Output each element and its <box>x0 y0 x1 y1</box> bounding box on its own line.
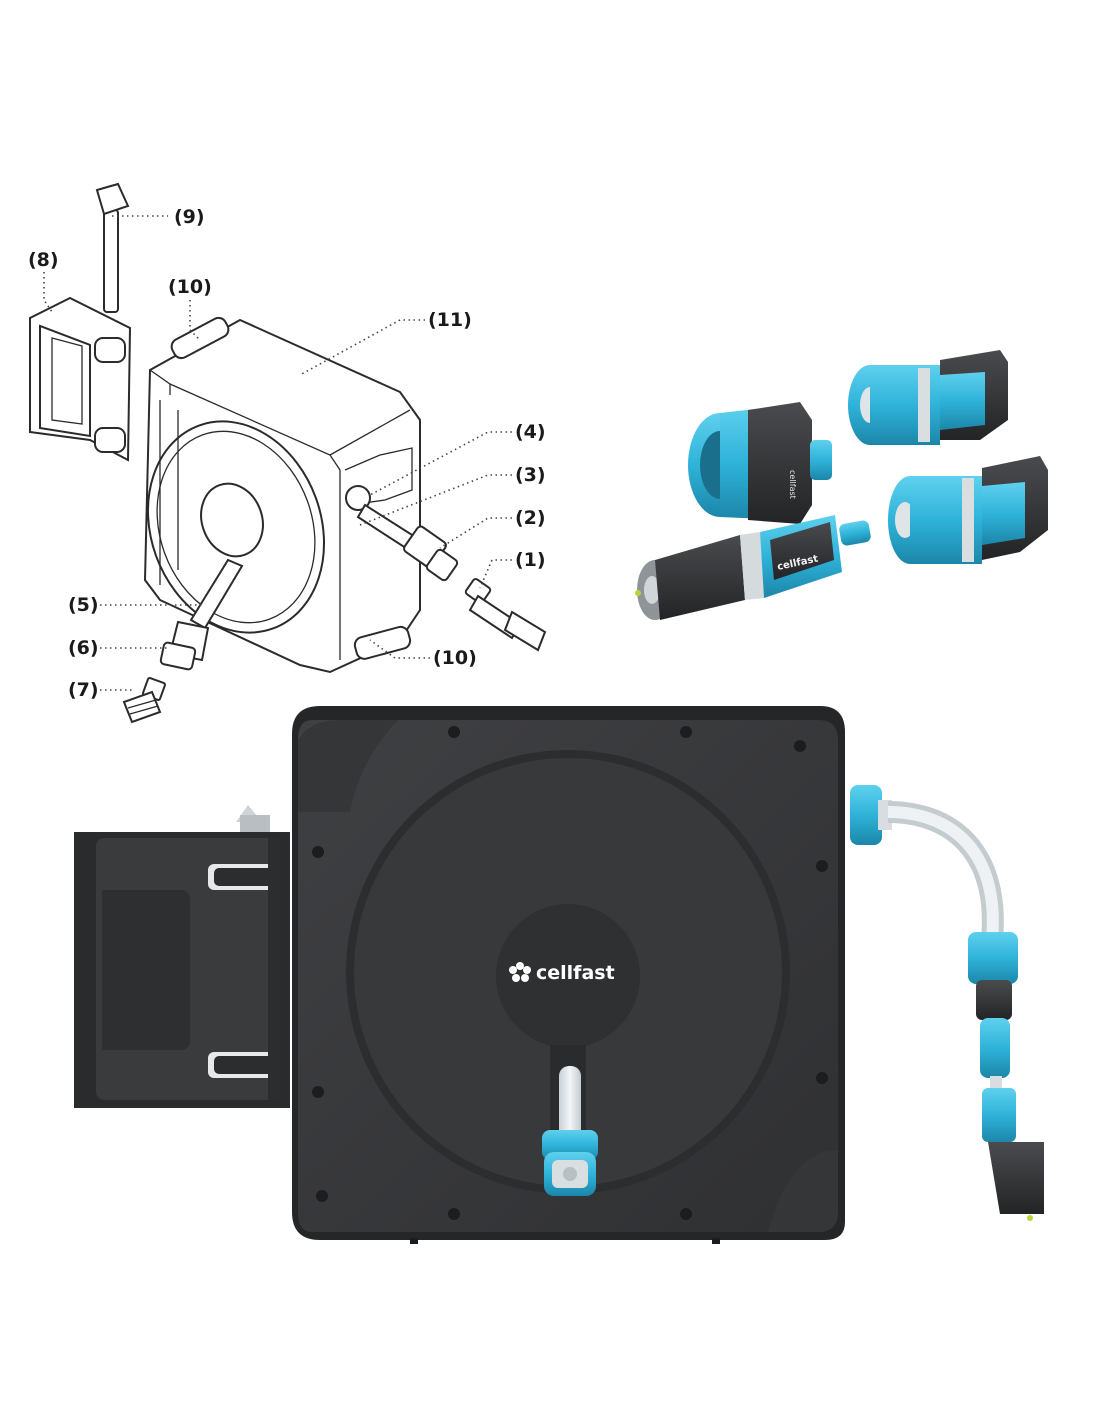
render-wall-bracket <box>74 805 290 1108</box>
callout-9: (9) <box>174 206 205 228</box>
render-side-hose <box>850 785 1044 1221</box>
brand-logo-text: cellfast <box>536 962 615 984</box>
render-drum-connector <box>542 1130 598 1196</box>
logo-flower-icon <box>509 962 531 982</box>
callout-7: (7) <box>68 679 99 701</box>
exploded-diagram: (9) (8) (10) (11) (4) (3) (2) (1) (5) (6… <box>28 182 547 724</box>
part-hose-center <box>159 558 244 671</box>
screws <box>312 726 828 1220</box>
callout-5: (5) <box>68 594 99 616</box>
callout-2: (2) <box>515 507 546 529</box>
brand-logo: cellfast <box>509 962 615 984</box>
part-tap-adapter <box>122 677 166 724</box>
callout-8: (8) <box>28 249 59 271</box>
part-spray-nozzle <box>464 578 547 652</box>
callout-6: (6) <box>68 637 99 659</box>
callout-10-bottom: (10) <box>433 647 477 669</box>
spray-nozzle: cellfast <box>635 515 871 620</box>
quick-connector-bottom <box>888 456 1048 564</box>
part-hose-side <box>356 503 459 582</box>
callout-1: (1) <box>515 549 546 571</box>
hose-reel-render: cellfast <box>74 706 1044 1244</box>
part-pin <box>95 182 130 313</box>
callout-11: (11) <box>428 309 472 331</box>
accessory-fittings: cellfast <box>635 350 1048 620</box>
render-reel-body: cellfast <box>292 706 845 1244</box>
part-reel-housing <box>143 316 421 674</box>
callout-3: (3) <box>515 464 546 486</box>
tap-connector: cellfast <box>688 402 832 524</box>
quick-connector-top <box>848 350 1008 445</box>
part-wall-bracket <box>29 296 132 462</box>
callout-10-top: (10) <box>168 276 212 298</box>
callout-4: (4) <box>515 421 546 443</box>
fitting-brand-text: cellfast <box>788 470 797 499</box>
